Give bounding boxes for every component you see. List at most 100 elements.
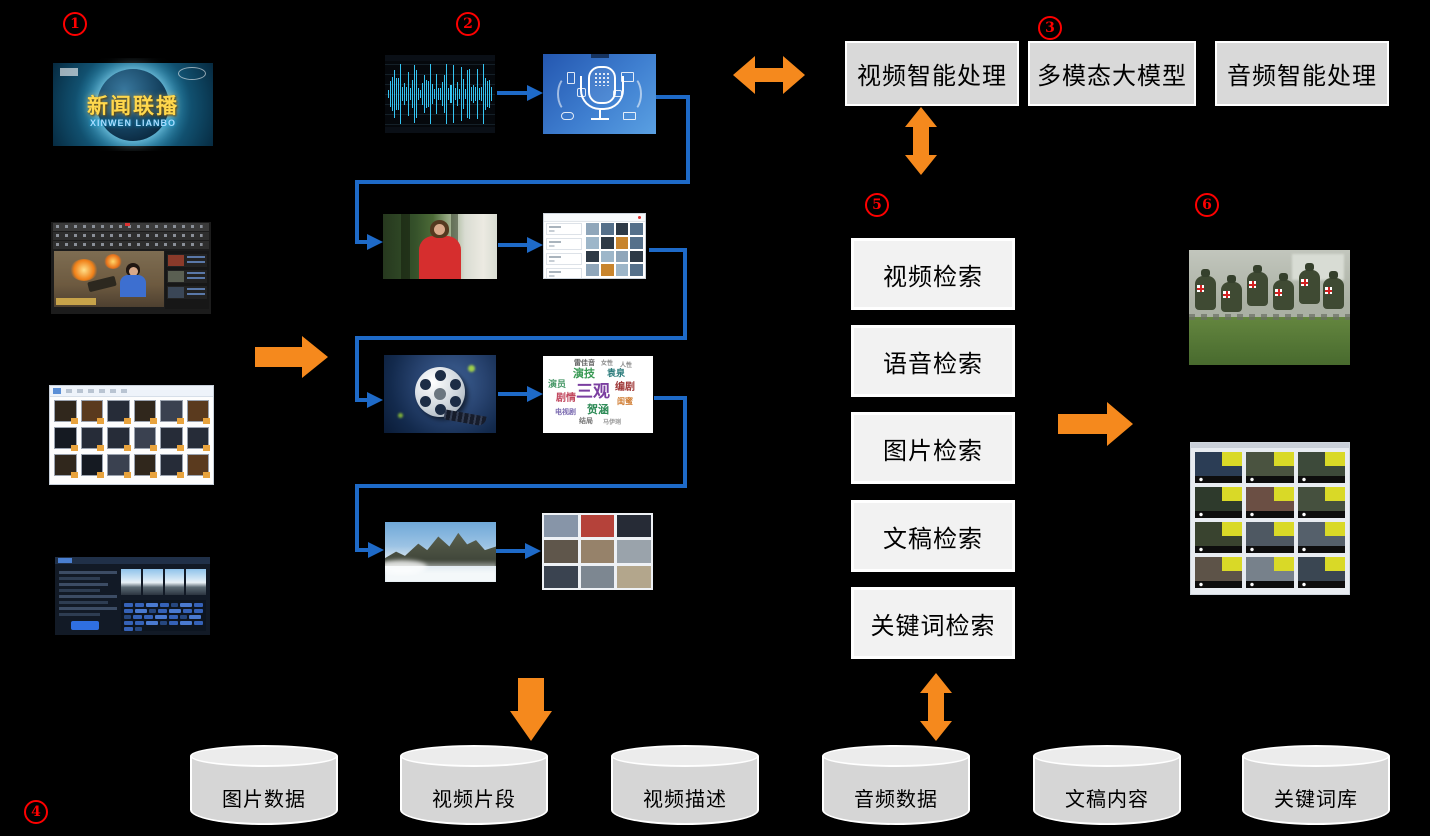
gallery-header — [544, 214, 645, 222]
audio-waveform-thumbnail — [385, 55, 495, 133]
image-gallery-thumbnail — [543, 213, 646, 279]
cylinder-body — [1242, 756, 1390, 825]
speech-recognition-thumbnail — [543, 54, 656, 134]
waveform-bars — [388, 63, 492, 125]
explosion-shape — [70, 259, 98, 281]
news-subtitle-text: XINWEN LIANBO — [90, 118, 176, 128]
cylinder-top — [1242, 745, 1390, 767]
box-multimodal-large-model: 多模态大模型 — [1028, 41, 1196, 106]
arrow-retrieval-to-results — [1058, 402, 1133, 446]
glow-dot — [468, 365, 475, 372]
cylinder-top — [822, 745, 970, 767]
arrow-processing-retrieval-bidirectional — [905, 107, 937, 175]
box-document-retrieval: 文稿检索 — [851, 500, 1015, 572]
source-video-analysis-thumbnail — [55, 557, 210, 635]
barbed-wire — [1189, 314, 1350, 321]
wordcloud-word: 雷佳音 — [574, 360, 595, 367]
anchor-inset-suit — [120, 275, 146, 297]
arrow-retrieval-databases-bidirectional — [920, 673, 952, 741]
microphone-base — [590, 118, 609, 120]
database-label: 图片数据 — [222, 789, 306, 811]
blue-arrowheads — [367, 85, 543, 559]
keyword-wordcloud-thumbnail: 三观 演技 编剧 剧情 贺涵 袁泉 演员 雷佳音 闺蜜 电视剧 结局 女性 人性… — [543, 356, 653, 433]
editor-video-frame — [54, 251, 164, 307]
cylinder-top — [190, 745, 338, 767]
arrow-speech-processing-bidirectional — [733, 56, 805, 94]
microphone-stand — [579, 76, 624, 110]
retrieval-result-video-grid-thumbnail — [1190, 442, 1350, 595]
cylinder-body — [400, 756, 548, 825]
file-browser-toolbar — [50, 386, 213, 397]
arrow-sources-to-processing — [255, 336, 328, 378]
wordcloud-word: 闺蜜 — [617, 397, 633, 406]
database-video-clips: 视频片段 — [400, 745, 548, 825]
editor-toolbar — [53, 223, 209, 231]
source-clip-browser-thumbnail — [49, 385, 214, 485]
box-video-intelligent-processing: 视频智能处理 — [845, 41, 1019, 106]
editor-sidebar — [165, 251, 209, 309]
database-label: 视频片段 — [432, 789, 516, 811]
grass-field — [1189, 316, 1350, 365]
analysis-tag-chips — [121, 600, 206, 631]
wordcloud-word: 人性 — [620, 363, 633, 369]
step-5-badge: 5 — [865, 193, 889, 217]
database-keyword-library: 关键词库 — [1242, 745, 1390, 825]
channel-logo — [60, 68, 78, 76]
cylinder-top — [611, 745, 759, 767]
cylinder-body — [822, 756, 970, 825]
broadcast-logo — [178, 67, 206, 80]
news-anchor-frame-thumbnail — [383, 214, 497, 279]
cylinder-top — [400, 745, 548, 767]
news-photo-grid-thumbnail — [542, 513, 653, 590]
database-image-data: 图片数据 — [190, 745, 338, 825]
wordcloud-word: 剧情 — [556, 393, 576, 404]
database-label: 文稿内容 — [1065, 789, 1149, 811]
database-video-description: 视频描述 — [611, 745, 759, 825]
gallery-result-cards — [546, 223, 582, 278]
microphone-icon — [587, 66, 616, 104]
photo-grid — [544, 515, 651, 588]
cylinder-body — [1033, 756, 1181, 825]
microphone-pole — [598, 110, 601, 118]
wordcloud-word: 结局 — [579, 418, 593, 425]
box-speech-retrieval: 语音检索 — [851, 325, 1015, 397]
record-indicator — [125, 223, 130, 226]
anchor-face — [434, 224, 445, 235]
results-header-strip — [1191, 443, 1349, 448]
box-audio-intelligent-processing: 音频智能处理 — [1215, 41, 1389, 106]
globe-graphic — [97, 68, 169, 141]
step-6-badge: 6 — [1195, 193, 1219, 217]
analysis-left-panel — [59, 568, 117, 631]
explosion-shape-2 — [104, 254, 122, 269]
glow-dot-2 — [398, 413, 403, 418]
analysis-submit-button-shape — [71, 621, 99, 630]
mic-card-tab — [590, 54, 609, 58]
box-video-retrieval: 视频检索 — [851, 238, 1015, 310]
clip-thumbnail-grid — [55, 401, 210, 478]
wordcloud-word: 三观 — [576, 382, 610, 401]
step-1-badge: 1 — [63, 12, 87, 36]
database-audio-data: 音频数据 — [822, 745, 970, 825]
orange-flow-arrows — [255, 56, 1133, 741]
sound-arc-right — [620, 76, 642, 112]
video-result-cards — [1195, 452, 1346, 588]
news-ticker-bar — [56, 298, 96, 305]
film-strip — [443, 409, 487, 427]
tree-trunk — [401, 214, 410, 279]
wordcloud-word: 编剧 — [615, 382, 635, 393]
database-label: 关键词库 — [1274, 789, 1358, 811]
reel-holes — [415, 367, 465, 417]
step-4-badge: 4 — [24, 800, 48, 824]
wordcloud-word: 袁泉 — [607, 368, 626, 378]
box-image-retrieval: 图片检索 — [851, 412, 1015, 484]
wordcloud-word: 演员 — [548, 379, 567, 389]
wordcloud-word: 演技 — [573, 368, 595, 380]
news-title-text: 新闻联播 — [87, 95, 179, 118]
wordcloud-word: 女性 — [601, 361, 614, 367]
analysis-title-bar — [55, 557, 210, 564]
arrow-clips-to-databases — [510, 678, 552, 741]
cylinder-top — [1033, 745, 1181, 767]
wordcloud-word: 马伊琍 — [603, 420, 622, 426]
blue-flow-lines — [355, 91, 690, 553]
